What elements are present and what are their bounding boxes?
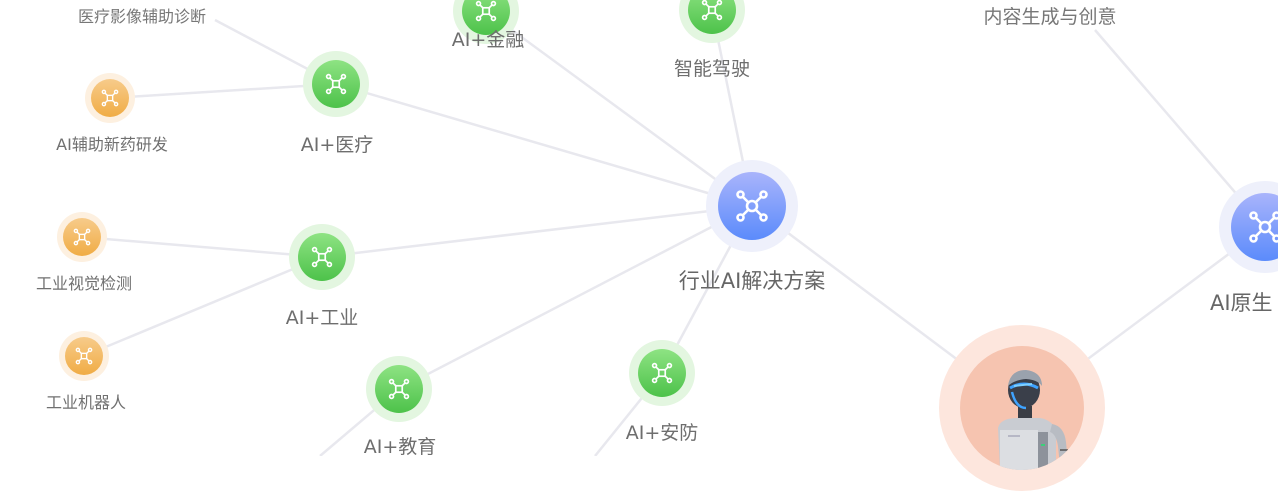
node-label-industrial-vision: 工业视觉检测 <box>36 276 132 292</box>
node-label-ai-finance: AI+金融 <box>452 31 525 50</box>
node-label-ai-drug-discovery: AI辅助新药研发 <box>56 137 168 153</box>
node-label-ai-education: AI+教育 <box>364 438 437 457</box>
network-icon <box>91 79 129 117</box>
network-icon <box>298 233 346 281</box>
node-label-ai-security: AI+安防 <box>626 424 699 443</box>
node-label-ai-medical: AI+医疗 <box>301 136 374 155</box>
network-icon <box>312 60 360 108</box>
node-label-ai-industry: AI+工业 <box>286 309 359 328</box>
network-icon <box>65 337 103 375</box>
node-label-autonomous-driving: 智能驾驶 <box>674 60 750 79</box>
node-label-industrial-robot: 工业机器人 <box>46 395 126 411</box>
network-icon <box>375 365 423 413</box>
node-ai-security[interactable] <box>629 340 695 406</box>
node-industrial-vision[interactable] <box>57 212 107 262</box>
node-humanoid-robot[interactable] <box>939 325 1105 491</box>
node-label-content-generation[interactable]: 内容生成与创意 <box>983 8 1116 27</box>
network-icon <box>63 218 101 256</box>
edge-hub_industry-medical <box>336 84 752 206</box>
node-ai-drug-discovery[interactable] <box>85 73 135 123</box>
edge-hub_industry-industry <box>322 206 752 257</box>
node-ai-medical[interactable] <box>303 51 369 117</box>
network-icon <box>718 172 786 240</box>
network-icon <box>638 349 686 397</box>
node-label-ai-native: AI原生 <box>1210 293 1273 314</box>
node-industry-ai-solutions[interactable] <box>706 160 798 252</box>
node-ai-industry[interactable] <box>289 224 355 290</box>
node-ai-education[interactable] <box>366 356 432 422</box>
humanoid-robot-icon <box>960 346 1084 470</box>
edge-industry-vision <box>82 237 322 257</box>
node-industrial-robot[interactable] <box>59 331 109 381</box>
edge-hub_industry-education <box>399 206 752 389</box>
node-label-industry-ai-solutions: 行业AI解决方案 <box>679 271 826 292</box>
node-label-medical-imaging[interactable]: 医疗影像辅助诊断 <box>78 9 206 25</box>
